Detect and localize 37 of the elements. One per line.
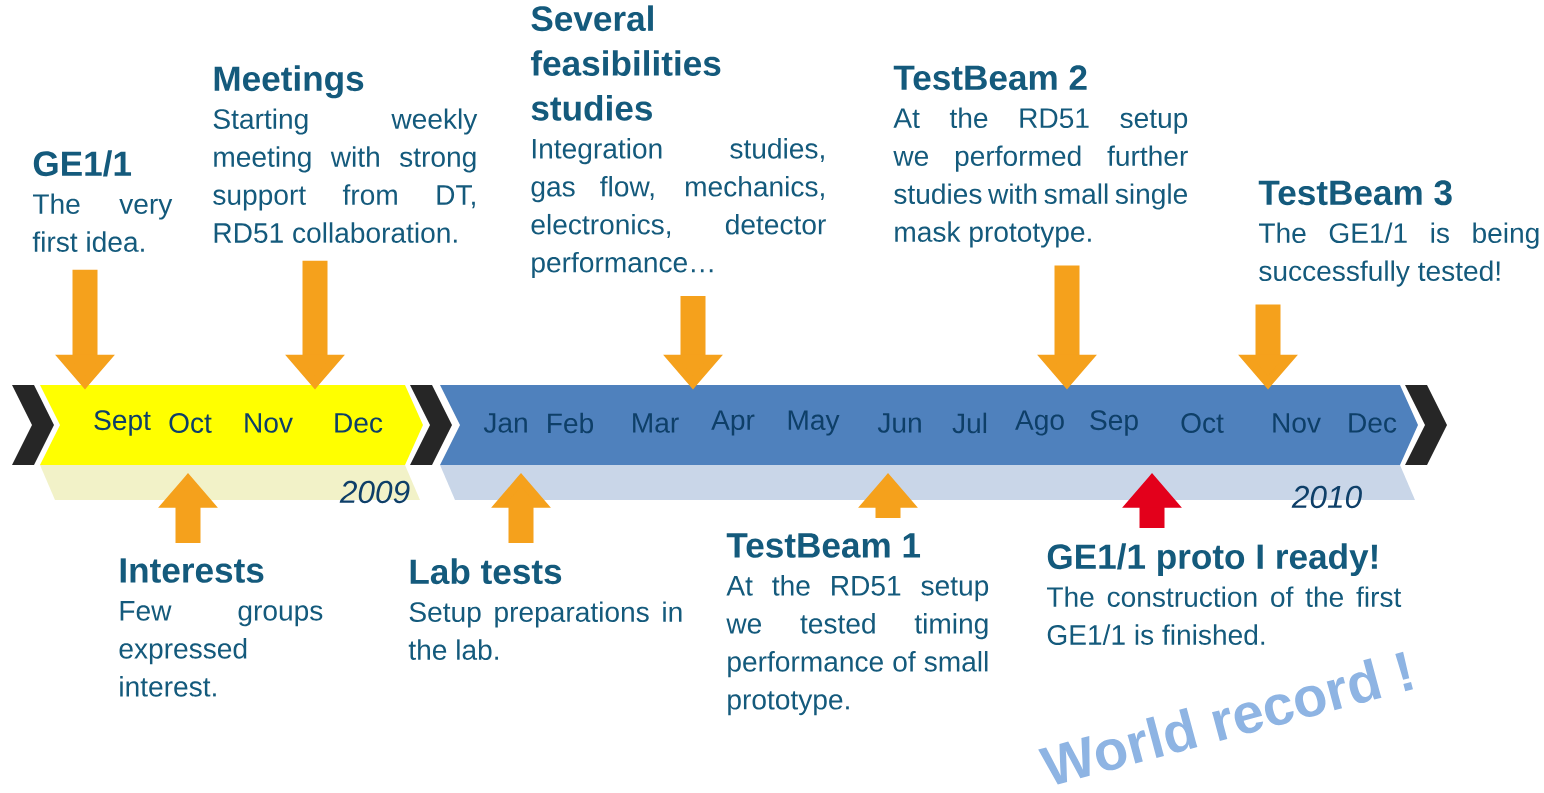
- stamp-text: World record !: [1038, 651, 1413, 785]
- event-description: Integration studies, gas flow, mechanics, electronics, detector performance…: [531, 138, 826, 279]
- event-heading: TestBeam 1: [726, 533, 921, 558]
- month-label: Oct: [169, 413, 212, 433]
- event-description: Starting weekly meeting with strong support from DT, RD51 collaboration.: [213, 108, 478, 243]
- event-heading: Interests: [120, 558, 264, 583]
- event-heading: Lab tests: [410, 558, 562, 585]
- year-label: 2009: [339, 480, 410, 504]
- month-label: Mar: [633, 413, 679, 433]
- event-description: At the RD51 setup we performed further studies with small single mask prototype.: [893, 107, 1188, 248]
- month-label: Dec: [1349, 413, 1397, 433]
- month-label: May: [788, 410, 840, 436]
- month-label: Nov: [1273, 413, 1321, 433]
- month-label: Ago: [1015, 410, 1064, 436]
- event-heading: GE1/1 proto I ready!: [1047, 543, 1377, 577]
- event-heading: TestBeam 3: [1258, 180, 1452, 206]
- month-label: Apr: [711, 410, 755, 436]
- event-heading: TestBeam 2: [893, 65, 1087, 91]
- event-description: The very first idea.: [32, 193, 173, 252]
- event-heading: Meetings: [214, 65, 364, 99]
- event-description: At the RD51 setup we tested timing performance of small prototype.: [726, 575, 989, 716]
- month-label: Dec: [335, 413, 383, 433]
- event-description: Few groups expressed interest.: [119, 601, 323, 697]
- event-description: Setup preparations in the lab.: [408, 601, 682, 660]
- event-description: The GE1/1 is being successfully tested!: [1259, 222, 1539, 287]
- month-label: Jun: [877, 413, 921, 433]
- month-label: Jul: [952, 412, 987, 434]
- month-label: Sep: [1090, 410, 1138, 436]
- year-label: 2010: [1291, 485, 1362, 509]
- event-description: The construction of the first GE1/1 is finished.: [1047, 586, 1402, 645]
- event-heading: Several feasibilities studies: [530, 5, 721, 121]
- month-label: Nov: [245, 413, 293, 433]
- month-label: Oct: [1181, 413, 1224, 433]
- month-label: Sept: [94, 410, 151, 436]
- month-label: Feb: [548, 412, 594, 434]
- month-label: Jan: [483, 413, 527, 433]
- event-heading: GE1/1: [33, 150, 132, 177]
